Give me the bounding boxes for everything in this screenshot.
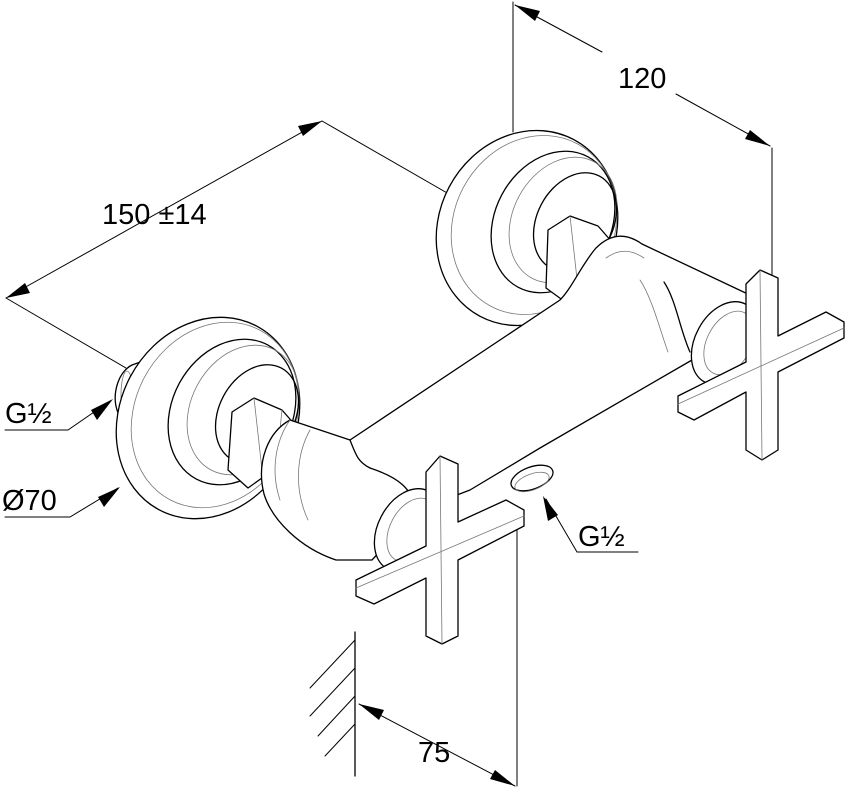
mixer-body [260, 235, 753, 561]
right-cross-handle [677, 269, 845, 461]
length-dimension-label: 150 ±14 [102, 199, 207, 231]
outlet-stub [510, 464, 554, 493]
dimension-lines [4, 1, 773, 787]
rosette-diameter-label: Ø70 [2, 485, 57, 517]
wall-hatch [309, 631, 356, 777]
wall-offset-dimension-label: 75 [418, 737, 450, 769]
outlet-thread-label: G½ [578, 521, 625, 553]
inlet-thread-label: G½ [5, 398, 52, 430]
left-cross-handle [355, 455, 525, 645]
depth-dimension-label: 120 [618, 63, 666, 95]
